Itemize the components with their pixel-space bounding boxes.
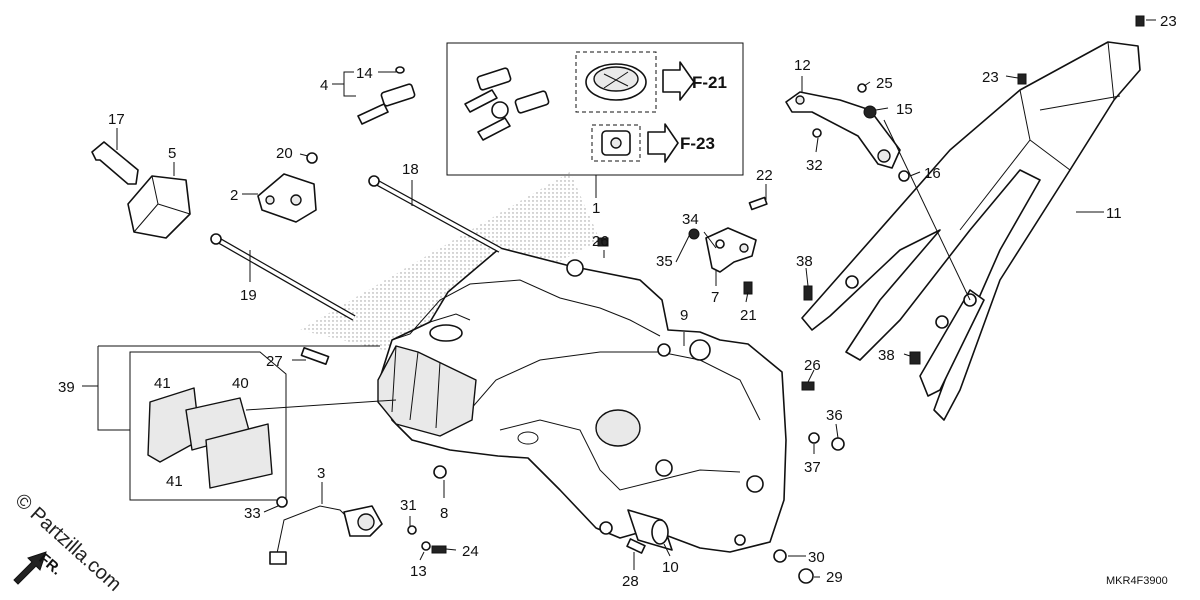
callout-22: 22 xyxy=(756,167,773,184)
fasteners xyxy=(300,15,1145,584)
callout-20: 20 xyxy=(276,145,293,162)
callout-1: 1 xyxy=(592,200,600,217)
bracket-12 xyxy=(785,91,901,169)
callout-23a: 23 xyxy=(982,69,999,86)
callout-30: 30 xyxy=(808,549,825,566)
callout-8: 8 xyxy=(440,505,448,522)
callout-41a: 41 xyxy=(154,375,171,392)
callout-19: 19 xyxy=(240,287,257,304)
callout-13: 13 xyxy=(410,563,427,580)
dotted-projection-area xyxy=(300,172,600,352)
callout-14: 14 xyxy=(356,65,373,82)
ref-arrow-f21 xyxy=(662,61,695,101)
key-blank-4 xyxy=(357,66,416,125)
long-bolt-19 xyxy=(210,233,356,321)
callout-37: 37 xyxy=(804,459,821,476)
callout-23b: 23 xyxy=(1160,13,1177,30)
leader-lines xyxy=(82,19,1156,578)
callout-34: 34 xyxy=(682,211,699,228)
engine-hanger-pipe xyxy=(627,509,673,551)
callout-36: 36 xyxy=(826,407,843,424)
callout-15: 15 xyxy=(896,101,913,118)
callout-33: 33 xyxy=(244,505,261,522)
watermark: © Partzilla.com xyxy=(11,489,126,596)
callout-18: 18 xyxy=(402,161,419,178)
callout-29: 29 xyxy=(826,569,843,586)
ref-f23-label: F-23 xyxy=(680,134,715,153)
drawing-code: MKR4F3900 xyxy=(1106,575,1168,587)
main-frame xyxy=(377,247,787,553)
front-direction-indicator: FR. xyxy=(13,550,65,585)
callout-17: 17 xyxy=(108,111,125,128)
callout-26a: 26 xyxy=(592,233,609,250)
callout-24: 24 xyxy=(462,543,479,560)
callout-31: 31 xyxy=(400,497,417,514)
callout-10: 10 xyxy=(662,559,679,576)
key-icon xyxy=(464,67,550,141)
clip-17 xyxy=(91,141,139,185)
key-set-group: F-21 F-23 xyxy=(446,42,744,198)
callout-25: 25 xyxy=(876,75,893,92)
callout-40: 40 xyxy=(232,375,249,392)
callout-12: 12 xyxy=(794,57,811,74)
long-bolt-18 xyxy=(368,175,502,253)
callout-21: 21 xyxy=(740,307,757,324)
callout-2: 2 xyxy=(230,187,238,204)
callout-4: 4 xyxy=(320,77,328,94)
callout-9: 9 xyxy=(680,307,688,324)
callout-16: 16 xyxy=(924,165,941,182)
callout-5: 5 xyxy=(168,145,176,162)
callout-7: 7 xyxy=(711,289,719,306)
callout-11: 11 xyxy=(1106,205,1122,222)
callout-35: 35 xyxy=(656,253,673,270)
control-module-5 xyxy=(127,175,191,239)
seal-set-group xyxy=(97,345,397,501)
callout-32: 32 xyxy=(806,157,823,174)
fuel-cap-icon xyxy=(585,63,647,101)
callout-3: 3 xyxy=(317,465,325,482)
sensor-bracket-2 xyxy=(257,173,317,223)
callout-38b: 38 xyxy=(878,347,895,364)
callout-27: 27 xyxy=(266,353,283,370)
bracket-7 xyxy=(705,227,757,273)
ref-f21-label: F-21 xyxy=(692,73,727,92)
rear-sub-frame xyxy=(801,41,1141,421)
callout-39: 39 xyxy=(58,379,75,396)
lock-cylinder-icon xyxy=(601,130,631,156)
harness-3 xyxy=(269,496,383,565)
callout-28: 28 xyxy=(622,573,639,590)
callout-26b: 26 xyxy=(804,357,821,374)
callout-labels: 1 2 3 4 5 7 8 9 10 11 12 13 14 15 16 17 … xyxy=(58,13,1177,590)
ref-arrow-f23 xyxy=(647,123,679,163)
callout-38a: 38 xyxy=(796,253,813,270)
callout-41b: 41 xyxy=(166,473,183,490)
